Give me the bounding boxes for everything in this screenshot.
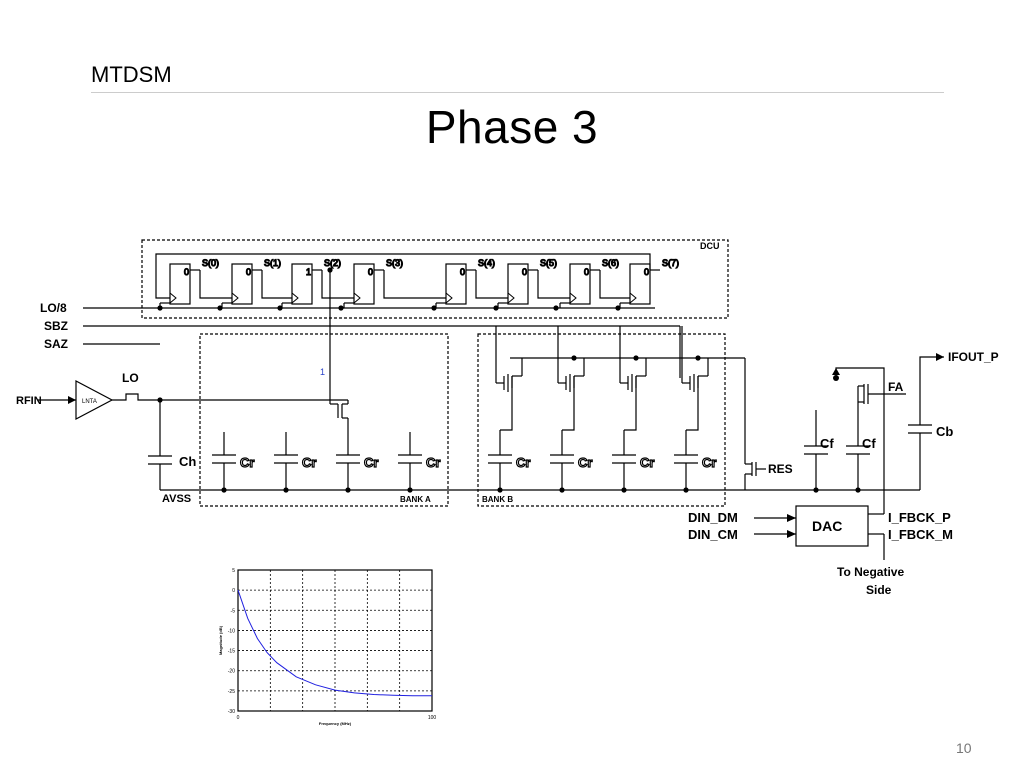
dcu-box bbox=[141, 239, 729, 319]
flipflop-state-3: 0 bbox=[368, 267, 373, 277]
flipflop-state-6: 0 bbox=[584, 267, 589, 277]
bank-a-box bbox=[199, 333, 449, 507]
flipflop-0 bbox=[169, 263, 191, 305]
ifout-label: IFOUT_P bbox=[948, 350, 999, 364]
cr-label-b0: Cr bbox=[516, 455, 530, 470]
flipflop-output-5: S(5) bbox=[540, 258, 557, 268]
lnta-label: LNTA bbox=[82, 399, 97, 405]
chart-xtick-1: 100 bbox=[428, 715, 437, 721]
lo8-label: LO/8 bbox=[40, 301, 67, 315]
res-label: RES bbox=[768, 462, 793, 476]
chart-ylabel: Magnitude (dB) bbox=[218, 625, 223, 655]
din-dm-label: DIN_DM bbox=[688, 510, 738, 525]
cr-label-a3: Cr bbox=[426, 455, 440, 470]
flipflop-output-4: S(4) bbox=[478, 258, 495, 268]
flipflop-5 bbox=[507, 263, 529, 305]
dac-label: DAC bbox=[812, 518, 842, 534]
lo-label: LO bbox=[122, 371, 139, 385]
flipflop-output-1: S(1) bbox=[264, 258, 281, 268]
flipflop-3 bbox=[353, 263, 375, 305]
chart-xtick-0: 0 bbox=[237, 715, 240, 721]
rfin-label: RFIN bbox=[16, 395, 42, 407]
flipflop-state-5: 0 bbox=[522, 267, 527, 277]
avss-label: AVSS bbox=[162, 493, 191, 505]
flipflop-1 bbox=[231, 263, 253, 305]
flipflop-output-0: S(0) bbox=[202, 258, 219, 268]
chart-ytick-1: 0 bbox=[232, 588, 235, 594]
chart-ytick-5: -20 bbox=[228, 669, 235, 675]
cr-label-b3: Cr bbox=[702, 455, 716, 470]
flipflop-output-7: S(7) bbox=[662, 258, 679, 268]
cr-label-b2: Cr bbox=[640, 455, 654, 470]
cb-label: Cb bbox=[936, 424, 953, 439]
cr-label-b1: Cr bbox=[578, 455, 592, 470]
saz-label: SAZ bbox=[44, 337, 68, 351]
slide-title: Phase 3 bbox=[425, 101, 599, 153]
cr-label-a0: Cr bbox=[240, 455, 254, 470]
cf-label-2: Cf bbox=[862, 436, 876, 451]
cr-label-a1: Cr bbox=[302, 455, 316, 470]
select-value: 1 bbox=[320, 367, 325, 377]
negative-side-label-2: Side bbox=[866, 583, 892, 597]
page-number: 10 bbox=[956, 740, 972, 756]
dcu-label: DCU bbox=[700, 241, 720, 251]
chart-ytick-3: -10 bbox=[228, 628, 235, 634]
chart-series-line-0 bbox=[237, 589, 432, 697]
chart-ytick-7: -30 bbox=[228, 709, 235, 715]
bank-b-label: BANK B bbox=[482, 495, 513, 504]
chart-ytick-6: -25 bbox=[228, 689, 235, 695]
chart-xlabel: Frequency (MHz) bbox=[319, 721, 352, 726]
chart-ytick-4: -15 bbox=[228, 649, 235, 655]
flipflop-output-3: S(3) bbox=[386, 258, 403, 268]
bank-a-label: BANK A bbox=[400, 495, 431, 504]
flipflop-state-0: 0 bbox=[184, 267, 189, 277]
din-cm-label: DIN_CM bbox=[688, 527, 738, 542]
sbz-label: SBZ bbox=[44, 319, 68, 333]
flipflop-state-4: 0 bbox=[460, 267, 465, 277]
flipflop-chain: 0 S(0) 0 S(1) 1 S(2) 0 S(3) 0 S(4) 0 S(5) 0 S(6) 0 S(7) bbox=[159, 257, 680, 308]
flipflop-6 bbox=[569, 263, 591, 305]
fbck-m-label: I_FBCK_M bbox=[888, 527, 953, 542]
flipflop-output-6: S(6) bbox=[602, 258, 619, 268]
ch-label: Ch bbox=[179, 454, 196, 469]
fbck-p-label: I_FBCK_P bbox=[888, 510, 951, 525]
flipflop-state-7: 0 bbox=[644, 267, 649, 277]
negative-side-label-1: To Negative bbox=[837, 565, 904, 579]
chart-ytick-2: -5 bbox=[231, 608, 236, 614]
chart-ytick-0: 5 bbox=[232, 568, 235, 574]
cr-label-a2: Cr bbox=[364, 455, 378, 470]
flipflop-2 bbox=[291, 263, 313, 305]
flipflop-output-2: S(2) bbox=[324, 258, 341, 268]
fa-label: FA bbox=[888, 380, 904, 394]
bank-b-box bbox=[477, 333, 726, 507]
flipflop-state-2: 1 bbox=[306, 267, 311, 277]
flipflop-7 bbox=[629, 263, 651, 305]
cf-label-1: Cf bbox=[820, 436, 834, 451]
header-divider bbox=[91, 92, 944, 93]
section-header: MTDSM bbox=[91, 62, 172, 87]
flipflop-state-1: 0 bbox=[246, 267, 251, 277]
flipflop-4 bbox=[445, 263, 467, 305]
